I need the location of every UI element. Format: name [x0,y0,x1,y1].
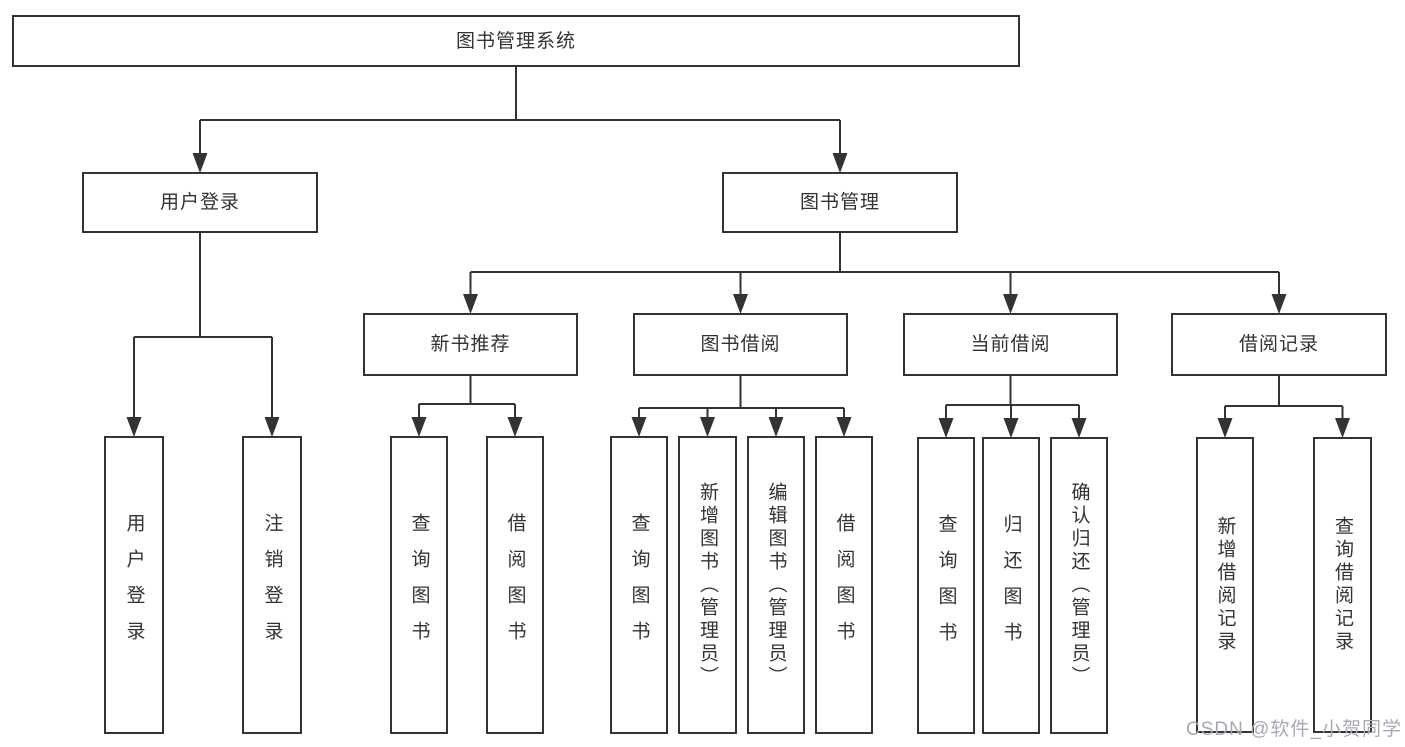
node-borrowing-records: 借阅记录 [1171,313,1387,376]
node-v-borrow-books-1: 借阅图书 [486,436,544,734]
node-v-user-login: 用户登录 [104,436,164,734]
node-book-management: 图书管理 [722,172,958,233]
node-v-query-books-2: 查询图书 [610,436,668,734]
node-v-query-books-3: 查询图书 [917,437,975,734]
node-v-logout-login: 注销登录 [242,436,302,734]
node-current-borrowing: 当前借阅 [903,313,1118,376]
node-book-borrowing: 图书借阅 [633,313,848,376]
node-v-query-borrow-record: 查询借阅记录 [1313,437,1372,733]
node-v-edit-books: 编辑图书（管理员） [747,436,805,734]
node-root: 图书管理系统 [12,15,1020,67]
node-v-confirm-return: 确认归还（管理员） [1050,437,1108,734]
node-v-add-books: 新增图书（管理员） [678,436,737,734]
node-v-add-borrow-record: 新增借阅记录 [1196,437,1254,733]
node-new-book-recommend: 新书推荐 [363,313,578,376]
node-v-return-books: 归还图书 [982,437,1040,734]
node-v-query-books-1: 查询图书 [390,436,448,734]
node-user-login: 用户登录 [82,172,318,233]
node-v-borrow-books-2: 借阅图书 [815,436,873,734]
